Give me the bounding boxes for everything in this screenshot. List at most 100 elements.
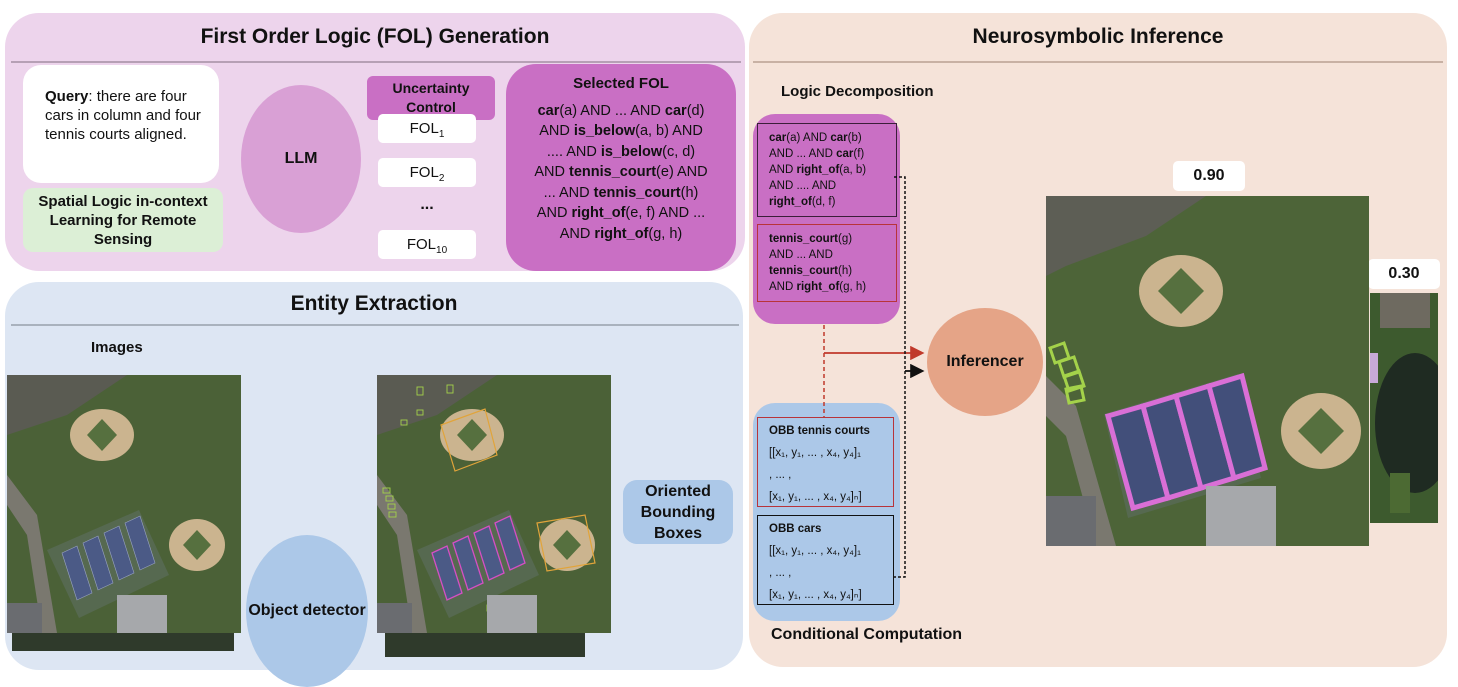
predicate-name: is_below: [600, 143, 663, 160]
predicate-name: is_below: [573, 123, 636, 139]
logic-line: car(a) AND car(b): [769, 130, 896, 146]
logic-text: (d, f): [811, 196, 836, 208]
llm-node: LLM: [241, 85, 361, 233]
obb-cars-box: OBB cars [[x₁, y₁, ... , x₄, y₄]₁ , ... …: [757, 515, 894, 605]
predicate-name: right_of: [594, 225, 649, 242]
logic-text: AND: [534, 164, 570, 180]
obb-courts-title: OBB tennis courts: [769, 425, 870, 437]
result-image-main: [1046, 196, 1369, 546]
cars-dashed-link: [894, 176, 906, 578]
logic-line: AND .... AND: [769, 178, 896, 194]
result-image-secondary: [1370, 293, 1438, 523]
predicate-name: car: [769, 132, 787, 144]
baseball-field-obb: [536, 514, 596, 572]
query-label: Query: [45, 88, 89, 105]
predicate-name: right_of: [796, 281, 840, 293]
obb-cars-title: OBB cars: [769, 523, 822, 535]
logic-text: AND: [536, 205, 572, 221]
logic-text: (a, b) AND: [635, 123, 703, 139]
logic-text: (c, d): [662, 143, 696, 160]
logic-line: tennis_court(h): [769, 263, 896, 279]
score-main: 0.90: [1173, 161, 1245, 191]
fol-candidate-index: 1: [438, 129, 445, 140]
predicate-name: tennis_court: [569, 164, 657, 180]
logic-text: (b): [847, 132, 862, 144]
logic-line: ... AND tennis_court(h): [506, 183, 736, 204]
logic-text: (a) AND: [786, 132, 831, 144]
llm-label: LLM: [284, 150, 318, 167]
predicate-name: car: [836, 148, 854, 160]
logic-text: AND ... AND: [769, 249, 833, 261]
logic-line: AND ... AND: [769, 247, 896, 263]
logic-line: .... AND is_below(c, d): [506, 142, 736, 163]
fol-candidate: FOL2: [378, 158, 476, 187]
predicate-name: right_of: [796, 164, 840, 176]
logic-line: tennis_court(g): [769, 231, 896, 247]
entity-divider: [11, 324, 739, 326]
logic-line: AND right_of(g, h): [506, 224, 736, 245]
uncertainty-control-box: Uncertainty Control: [367, 76, 495, 120]
highlighted-cars: [1048, 341, 1086, 405]
object-detector-label: Object detector: [248, 602, 366, 619]
predicate-name: tennis_court: [593, 184, 681, 201]
logic-line: AND right_of(a, b): [769, 162, 896, 178]
obb-line: [[x₁, y₁, ... , x₄, y₄]₁: [769, 447, 861, 459]
entity-extraction-panel: Entity Extraction Images Object detector: [5, 282, 743, 687]
logic-line: AND ... AND car(f): [769, 146, 896, 162]
fol-candidate-ellipsis: ...: [420, 196, 434, 213]
predicate-name: car: [830, 132, 848, 144]
result-scene-svg: [1046, 196, 1369, 546]
fol-generation-panel: First Order Logic (FOL) Generation Query…: [5, 13, 745, 271]
fol-divider: [11, 61, 741, 63]
tennis-court-obbs: [431, 515, 526, 601]
predicate-name: right_of: [571, 205, 626, 221]
conditional-computation-box: OBB tennis courts [[x₁, y₁, ... , x₄, y₄…: [753, 403, 900, 621]
query-text: : there are four cars in column and four…: [45, 88, 201, 143]
fol-panel-title: First Order Logic (FOL) Generation: [200, 25, 550, 48]
logic-text: .... AND: [546, 143, 601, 160]
input-aerial-image: [7, 375, 241, 651]
baseball-field-obb: [440, 408, 498, 472]
logic-text: (e) AND: [656, 164, 708, 180]
logic-text: (d): [686, 102, 705, 119]
obb-line: [x₁, y₁, ... , x₄, y₄]ₙ]: [769, 491, 862, 503]
obb-line: , ... ,: [769, 469, 792, 481]
predicate-name: tennis_court: [769, 233, 839, 245]
fol-candidate-index: 10: [436, 245, 448, 256]
predicate-name: car: [537, 102, 560, 119]
selected-fol-text: car(a) AND ... AND car(d)AND is_below(a,…: [506, 101, 736, 245]
score-secondary: 0.30: [1368, 259, 1440, 289]
logic-line: right_of(d, f): [769, 194, 896, 210]
icl-box: Spatial Logic in-context Learning for Re…: [23, 188, 223, 252]
oriented-bounding-boxes-box: Oriented Bounding Boxes: [623, 480, 733, 544]
detection-scene-svg: [377, 375, 611, 657]
logic-text: (g, h): [839, 281, 867, 293]
detected-aerial-image: [377, 375, 611, 657]
predicate-name: car: [664, 102, 687, 119]
inferencer-node: Inferencer: [927, 308, 1043, 416]
logic-text: AND: [539, 123, 574, 139]
aerial-scene-svg: [7, 375, 241, 651]
obb-line: [x₁, y₁, ... , x₄, y₄]ₙ]: [769, 589, 862, 601]
neuro-divider: [753, 61, 1443, 63]
fol-candidate-label: FOL: [409, 164, 439, 181]
logic-text: (h): [680, 184, 699, 201]
logic-text: (g, h): [648, 225, 683, 242]
logic-text: (h): [838, 265, 853, 277]
obb-line: , ... ,: [769, 567, 792, 579]
logic-line: AND right_of(g, h): [769, 279, 896, 295]
logic-text: ... AND: [543, 184, 594, 201]
object-detector-node: Object detector: [246, 535, 368, 687]
inferencer-label: Inferencer: [946, 353, 1024, 370]
predicate-name: tennis_court: [769, 265, 839, 277]
secondary-scene-svg: [1370, 293, 1438, 523]
images-label: Images: [91, 339, 143, 356]
logic-text: (e, f) AND ...: [625, 205, 706, 221]
logic-line: AND tennis_court(e) AND: [506, 162, 736, 183]
cars-logic-box: car(a) AND car(b)AND ... AND car(f)AND r…: [757, 123, 897, 217]
fol-candidate-label: FOL: [406, 236, 437, 253]
logic-line: AND right_of(e, f) AND ...: [506, 203, 736, 224]
conditional-computation-title: Conditional Computation: [771, 626, 963, 643]
selected-fol-box: Selected FOL car(a) AND ... AND car(d)AN…: [506, 64, 736, 271]
